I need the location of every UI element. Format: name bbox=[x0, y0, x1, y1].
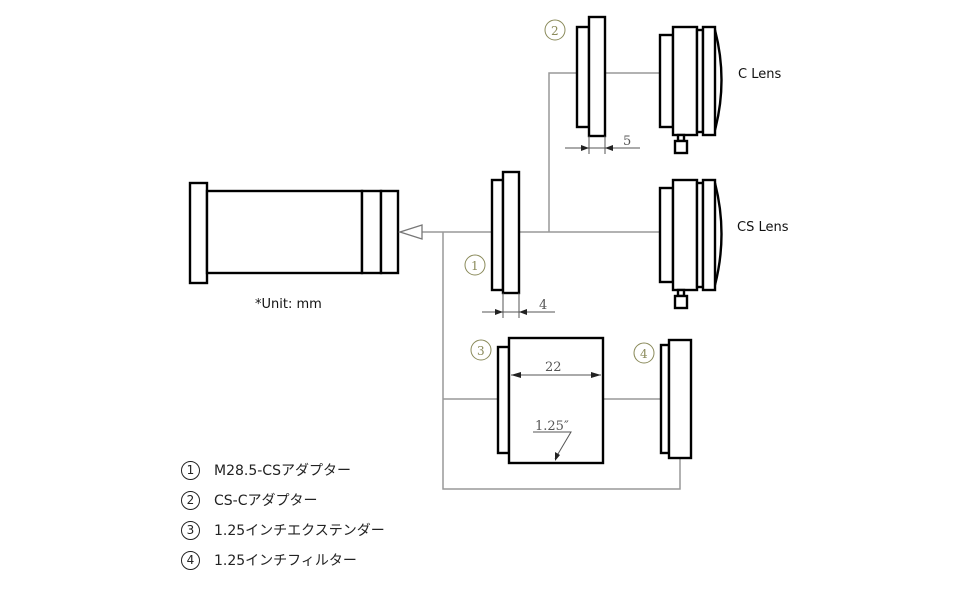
dimension-adapter-2-label: 5 bbox=[623, 134, 631, 149]
legend-text: M28.5-CSアダプター bbox=[214, 463, 351, 479]
connector-lines bbox=[422, 72, 681, 490]
marker-1 bbox=[464, 254, 486, 276]
marker-3-label: 3 bbox=[477, 344, 485, 358]
legend-number: 1 bbox=[181, 460, 200, 480]
legend-number: 2 bbox=[181, 490, 200, 510]
marker-4 bbox=[633, 342, 655, 364]
c-lens bbox=[658, 25, 723, 155]
dimension-adapter-2 bbox=[565, 136, 640, 154]
dimension-extender-thread bbox=[533, 431, 572, 461]
dimension-extender-thread-label: 1.25″ bbox=[535, 419, 569, 434]
marker-1-label: 1 bbox=[471, 259, 479, 273]
legend-text: 1.25インチエクステンダー bbox=[214, 523, 385, 539]
dimension-adapter-1 bbox=[482, 293, 555, 318]
legend-item-4: 4 1.25インチフィルター bbox=[181, 550, 357, 570]
marker-4-label: 4 bbox=[640, 347, 648, 361]
adapter-2 bbox=[575, 15, 607, 138]
unit-label: *Unit: mm bbox=[255, 297, 322, 312]
dimension-adapter-1-label: 4 bbox=[539, 298, 547, 313]
dimension-extender-length bbox=[511, 372, 601, 378]
legend-text: 1.25インチフィルター bbox=[214, 553, 357, 569]
filter-4 bbox=[659, 338, 693, 460]
cs-lens bbox=[658, 178, 723, 310]
cs-lens-label: CS Lens bbox=[737, 220, 789, 235]
camera-body bbox=[188, 181, 400, 285]
legend-item-1: 1 M28.5-CSアダプター bbox=[181, 460, 351, 480]
marker-3 bbox=[470, 339, 492, 361]
legend-number: 3 bbox=[181, 520, 200, 540]
marker-2-label: 2 bbox=[551, 24, 559, 38]
legend-item-2: 2 CS-Cアダプター bbox=[181, 490, 318, 510]
legend-item-3: 3 1.25インチエクステンダー bbox=[181, 520, 385, 540]
legend-number: 4 bbox=[181, 550, 200, 570]
legend-text: CS-Cアダプター bbox=[214, 493, 318, 509]
marker-2 bbox=[544, 19, 566, 41]
dimension-extender-length-label: 22 bbox=[545, 360, 562, 375]
extender-3 bbox=[496, 336, 605, 465]
c-lens-label: C Lens bbox=[738, 67, 781, 82]
arrow-icon bbox=[397, 224, 423, 240]
adapter-1 bbox=[490, 170, 521, 295]
